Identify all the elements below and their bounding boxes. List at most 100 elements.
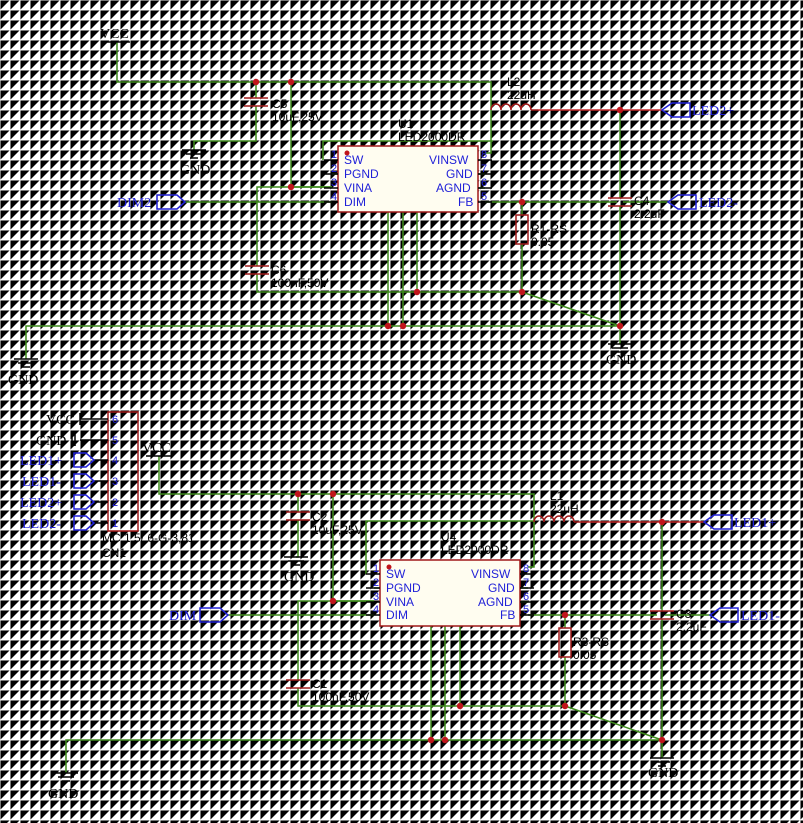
- c3-ref: C3: [676, 607, 692, 621]
- r1-ref: R1-RS: [531, 222, 567, 236]
- svg-text:AGND: AGND: [436, 181, 471, 195]
- u4-part: LED2000DR: [441, 543, 509, 557]
- r1-value: 0.05: [531, 235, 555, 249]
- cn1-net-led2-plus: LED2+: [20, 496, 62, 511]
- l2-value: 22uH: [507, 88, 536, 102]
- svg-text:1: 1: [331, 149, 337, 161]
- l2-ref: L2: [507, 75, 521, 89]
- inductor-l2[interactable]: L2 22uH: [490, 75, 538, 111]
- svg-text:GND: GND: [606, 353, 636, 368]
- vcc-label: VCC: [100, 27, 129, 42]
- capacitor-c2[interactable]: C2 10uF,25V: [286, 510, 363, 537]
- svg-text:VINSW: VINSW: [429, 153, 469, 167]
- svg-text:GND: GND: [284, 570, 314, 585]
- net-flag-dim[interactable]: DIM: [169, 607, 230, 624]
- capacitor-c1[interactable]: C1 100nF,50V: [286, 677, 369, 704]
- c1-value: 100nF,50V: [312, 690, 369, 704]
- net-flag-led1-plus[interactable]: LED1+: [702, 514, 776, 531]
- net-flag-dim2[interactable]: DIM2: [117, 194, 187, 211]
- ground-symbol-c2: GND: [284, 556, 314, 585]
- c2-ref: C2: [312, 510, 328, 524]
- svg-text:4: 4: [373, 604, 379, 616]
- cn1-net-vcc: VCC: [46, 413, 75, 428]
- c3-value: 2.2uF: [676, 620, 707, 634]
- net-flag-led2-plus[interactable]: LED2+: [660, 102, 734, 119]
- svg-text:FB: FB: [500, 608, 515, 622]
- svg-text:VINA: VINA: [344, 181, 372, 195]
- capacitor-c5[interactable]: C5 10uF,25V: [244, 97, 323, 124]
- svg-text:7: 7: [523, 577, 529, 589]
- svg-text:GND: GND: [48, 787, 78, 802]
- u1-ref: U1: [398, 117, 414, 131]
- c2-value: 10uF,25V: [312, 523, 363, 537]
- l1-value: 22uH: [550, 502, 579, 516]
- ground-symbol-right-bottom: GND: [648, 757, 678, 781]
- svg-text:VINA: VINA: [386, 595, 414, 609]
- cn1-net-led1-plus: LED1+: [20, 454, 62, 469]
- svg-text:DIM: DIM: [169, 609, 197, 624]
- u4-ref: U4: [441, 530, 457, 544]
- cn1-part: MC 1,5/ 6-G-3,81: [102, 531, 195, 545]
- svg-text:5: 5: [523, 604, 529, 616]
- svg-text:3: 3: [373, 591, 379, 603]
- ground-symbol-c5: GND: [180, 149, 210, 178]
- vcc-label-bottom: VCC: [142, 441, 171, 456]
- svg-text:4: 4: [331, 191, 337, 203]
- svg-text:AGND: AGND: [478, 595, 513, 609]
- c6-value: 100nF,50V: [271, 276, 328, 290]
- cn1-net-gnd: GND: [36, 434, 66, 449]
- ic-u4-led2000dr[interactable]: U4 LED2000DR SW PGND VINA DIM VINSW GND …: [366, 530, 534, 627]
- bottom-circuit: VCC C2 10uF,25V GND L1 22uH LED1+ U4 LED…: [48, 441, 780, 802]
- capacitor-c6[interactable]: C6 100nF,50V: [245, 263, 328, 290]
- ground-symbol-left-bottom: GND: [48, 772, 78, 802]
- svg-text:DIM: DIM: [386, 608, 408, 622]
- r3-value: 0.05: [573, 648, 597, 662]
- svg-text:VINSW: VINSW: [471, 567, 511, 581]
- u1-part: LED2000DR: [398, 130, 466, 144]
- ic-u1-led2000dr[interactable]: U1 LED2000DR SW PGND VINA DIM VINSW GND …: [324, 117, 492, 213]
- inductor-l1[interactable]: L1 22uH: [533, 489, 580, 523]
- svg-text:2: 2: [112, 497, 118, 509]
- resistor-r1-rs[interactable]: R1-RS 0.05: [515, 214, 567, 249]
- c6-ref: C6: [271, 263, 287, 277]
- c4-ref: C4: [634, 194, 650, 208]
- svg-text:DIM2: DIM2: [117, 196, 151, 211]
- svg-text:7: 7: [481, 163, 487, 175]
- resistor-r3-rs[interactable]: R3-RS 0.05: [558, 627, 609, 662]
- ground-symbol-right-top: GND: [606, 343, 636, 368]
- l1-ref: L1: [550, 489, 564, 503]
- svg-text:LED2-: LED2-: [699, 196, 738, 211]
- c4-value: 2.2uF: [634, 207, 665, 221]
- connector-cn1[interactable]: 6 5 4 3 2 1 VCC GND LED1+ LED1- LED2+ LE…: [20, 411, 195, 560]
- svg-text:8: 8: [523, 563, 529, 575]
- net-flag-led1-minus[interactable]: LED1-: [708, 607, 780, 624]
- svg-text:SW: SW: [386, 567, 406, 581]
- capacitor-c4[interactable]: C4 2.2uF: [608, 194, 665, 221]
- svg-text:3: 3: [331, 177, 337, 189]
- svg-text:6: 6: [523, 591, 529, 603]
- svg-text:GND: GND: [180, 163, 210, 178]
- net-flag-led2-minus[interactable]: LED2-: [666, 194, 738, 211]
- svg-text:5: 5: [112, 435, 118, 447]
- c5-value: 10uF,25V: [272, 110, 323, 124]
- capacitor-c3[interactable]: C3 2.2uF: [650, 607, 707, 634]
- cn1-net-led1-minus: LED1-: [22, 475, 61, 490]
- svg-text:4: 4: [112, 455, 118, 467]
- svg-text:DIM: DIM: [344, 195, 366, 209]
- svg-text:SW: SW: [344, 153, 364, 167]
- svg-text:PGND: PGND: [386, 581, 421, 595]
- svg-text:3: 3: [112, 476, 118, 488]
- ground-symbol-left-top: GND: [8, 358, 38, 388]
- cn1-ref: CN1: [102, 546, 126, 560]
- svg-text:6: 6: [481, 177, 487, 189]
- svg-text:2: 2: [331, 163, 337, 175]
- r3-ref: R3-RS: [573, 635, 609, 649]
- svg-text:1: 1: [373, 563, 379, 575]
- svg-text:2: 2: [373, 577, 379, 589]
- svg-text:LED1-: LED1-: [741, 609, 780, 624]
- svg-text:LED1+: LED1+: [734, 516, 776, 531]
- svg-text:GND: GND: [446, 167, 473, 181]
- svg-text:GND: GND: [648, 766, 678, 781]
- svg-text:8: 8: [481, 149, 487, 161]
